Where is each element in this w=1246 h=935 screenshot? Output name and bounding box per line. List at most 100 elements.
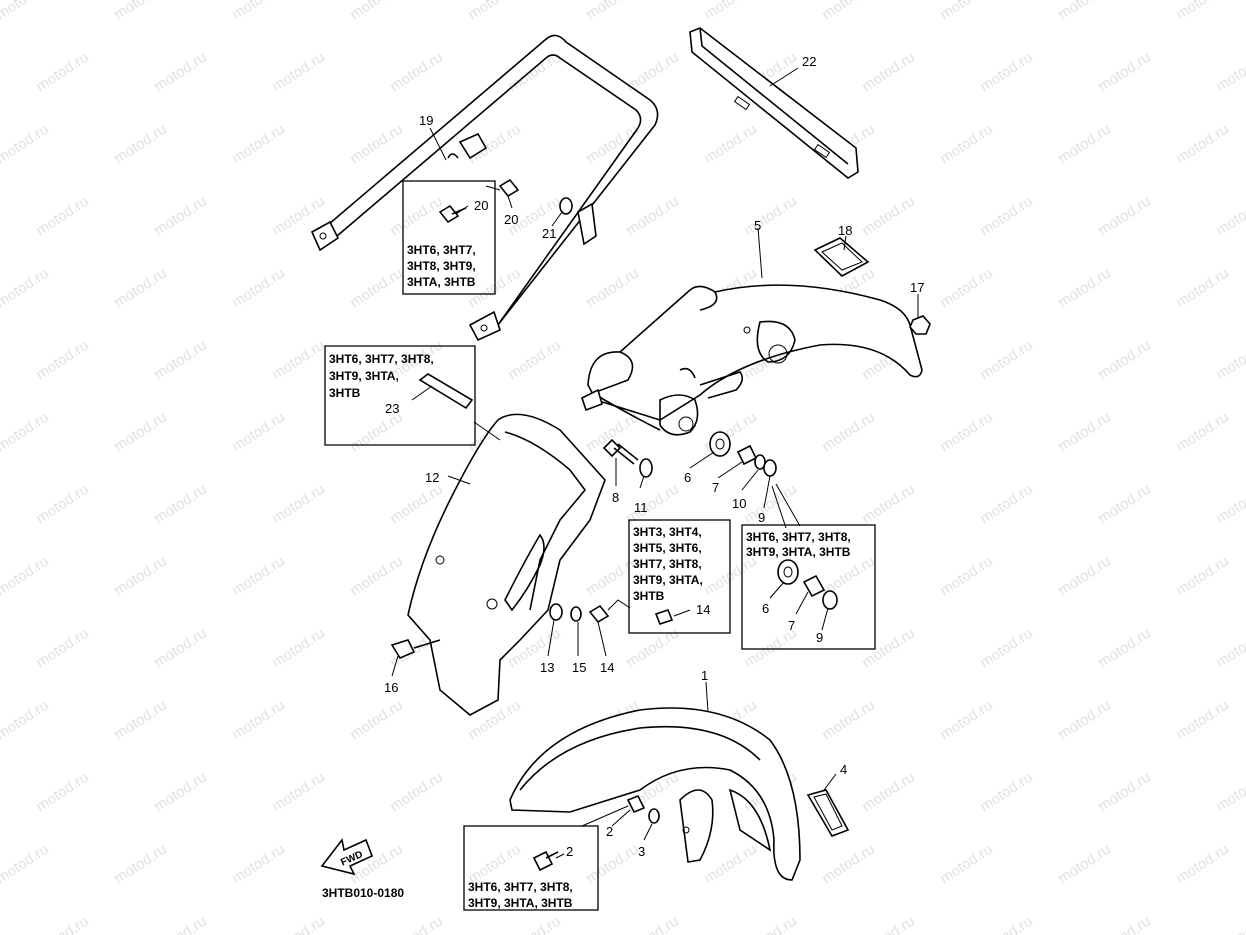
- watermark-text: motod.ru: [269, 337, 328, 384]
- watermark-text: motod.ru: [1055, 841, 1114, 888]
- watermark-text: motod.ru: [1213, 193, 1246, 240]
- watermark-text: motod.ru: [937, 121, 996, 168]
- watermark-text: motod.ru: [1173, 553, 1232, 600]
- watermark-text: motod.ru: [1055, 553, 1114, 600]
- collar-6b-part: [777, 559, 799, 585]
- applicability-box-23: 3HT6, 3HT7, 3HT8, 3HT9, 3HTA, 3HTB: [324, 345, 476, 446]
- front-fender-part: [509, 707, 801, 881]
- watermark-text: motod.ru: [859, 49, 918, 96]
- watermark-text: motod.ru: [387, 769, 446, 816]
- applicability-box-19: 3HT6, 3HT7, 3HT8, 3HT9, 3HTA, 3HTB: [402, 180, 496, 295]
- grab-rail-part: [310, 34, 659, 342]
- applicability-box-9: 3HT6, 3HT7, 3HT8, 3HT9, 3HTA, 3HTB: [741, 524, 876, 650]
- callout-6b: 6: [762, 601, 769, 616]
- watermark-text: motod.ru: [1173, 841, 1232, 888]
- watermark-text: motod.ru: [111, 697, 170, 744]
- watermark-text: motod.ru: [229, 553, 288, 600]
- watermark-text: motod.ru: [0, 409, 52, 456]
- watermark-text: motod.ru: [229, 697, 288, 744]
- watermark-text: motod.ru: [0, 841, 52, 888]
- watermark-text: motod.ru: [937, 841, 996, 888]
- watermark-text: motod.ru: [33, 913, 92, 935]
- callout-23: 23: [385, 401, 399, 416]
- callout-9a: 9: [758, 510, 765, 525]
- watermark-text: motod.ru: [1095, 625, 1154, 672]
- watermark-text: motod.ru: [977, 49, 1036, 96]
- drawing-code: 3HTB010-0180: [322, 886, 404, 900]
- box19-line-2: 3HT8, 3HT9,: [407, 259, 476, 273]
- watermark-text: motod.ru: [33, 193, 92, 240]
- watermark-text: motod.ru: [1095, 193, 1154, 240]
- washer-3-part: [648, 808, 660, 824]
- watermark-text: motod.ru: [977, 193, 1036, 240]
- watermark-text: motod.ru: [229, 121, 288, 168]
- watermark-text: motod.ru: [229, 409, 288, 456]
- reflector-4-part: [806, 789, 850, 837]
- collar-6-part: [709, 431, 731, 457]
- watermark-text: motod.ru: [819, 409, 878, 456]
- reflector-part: [813, 237, 870, 277]
- box9-line-1: 3HT6, 3HT7, 3HT8,: [746, 530, 851, 544]
- watermark-text: motod.ru: [1055, 265, 1114, 312]
- callout-19: 19: [419, 113, 433, 128]
- watermark-text: motod.ru: [347, 553, 406, 600]
- washer-15-part: [570, 606, 582, 622]
- watermark-text: motod.ru: [151, 913, 210, 935]
- watermark-text: motod.ru: [623, 193, 682, 240]
- watermark-text: motod.ru: [269, 49, 328, 96]
- washer-11-part: [639, 458, 653, 478]
- watermark-text: motod.ru: [151, 481, 210, 528]
- callout-10: 10: [732, 496, 746, 511]
- watermark-text: motod.ru: [111, 553, 170, 600]
- watermark-text: motod.ru: [701, 841, 760, 888]
- watermark-text: motod.ru: [1055, 121, 1114, 168]
- watermark-text: motod.ru: [33, 49, 92, 96]
- watermark-text: motod.ru: [623, 625, 682, 672]
- watermark-text: motod.ru: [1213, 49, 1246, 96]
- leader-lines: [391, 67, 919, 859]
- watermark-text: motod.ru: [1095, 913, 1154, 935]
- sleeve-7b-part: [802, 574, 826, 598]
- watermark-text: motod.ru: [111, 265, 170, 312]
- watermark-text: motod.ru: [229, 265, 288, 312]
- callout-20b: 20: [504, 212, 518, 227]
- watermark-text: motod.ru: [151, 49, 210, 96]
- box14-line-4: 3HT9, 3HTA,: [633, 573, 703, 587]
- watermark-text: motod.ru: [1213, 625, 1246, 672]
- applicability-box-14: 3HT3, 3HT4, 3HT5, 3HT6, 3HT7, 3HT8, 3HT9…: [628, 519, 731, 634]
- watermark-text: motod.ru: [269, 913, 328, 935]
- watermark-text: motod.ru: [1173, 409, 1232, 456]
- callout-17: 17: [910, 280, 924, 295]
- box14-line-1: 3HT3, 3HT4,: [633, 525, 702, 539]
- watermark-text: motod.ru: [1173, 0, 1232, 23]
- watermark-text: motod.ru: [0, 0, 52, 23]
- watermark-text: motod.ru: [701, 0, 760, 23]
- plate-bracket-part: [689, 27, 859, 179]
- watermark-text: motod.ru: [819, 697, 878, 744]
- watermark-text: motod.ru: [741, 913, 800, 935]
- bolt-20-part: [438, 178, 520, 224]
- watermark-text: motod.ru: [111, 841, 170, 888]
- box14-line-5: 3HTB: [633, 589, 665, 603]
- callout-2a: 2: [606, 824, 613, 839]
- callout-20a: 20: [474, 198, 488, 213]
- callout-18: 18: [838, 223, 852, 238]
- watermark-text: motod.ru: [33, 337, 92, 384]
- watermark-text: motod.ru: [859, 913, 918, 935]
- watermark-text: motod.ru: [1055, 409, 1114, 456]
- box19-line-1: 3HT6, 3HT7,: [407, 243, 476, 257]
- callout-4: 4: [840, 762, 847, 777]
- watermark-text: motod.ru: [151, 769, 210, 816]
- watermark-text: motod.ru: [977, 769, 1036, 816]
- box19-line-3: 3HTA, 3HTB: [407, 275, 476, 289]
- watermark-text: motod.ru: [347, 697, 406, 744]
- nut-9b-part: [822, 590, 838, 610]
- watermark-text: motod.ru: [1213, 337, 1246, 384]
- callout-1: 1: [701, 668, 708, 683]
- watermark-text: motod.ru: [0, 265, 52, 312]
- watermark-text: motod.ru: [0, 697, 52, 744]
- watermark-text: motod.ru: [741, 481, 800, 528]
- applicability-box-2: 3HT6, 3HT7, 3HT8, 3HT9, 3HTA, 3HTB: [463, 825, 599, 911]
- callout-3: 3: [638, 844, 645, 859]
